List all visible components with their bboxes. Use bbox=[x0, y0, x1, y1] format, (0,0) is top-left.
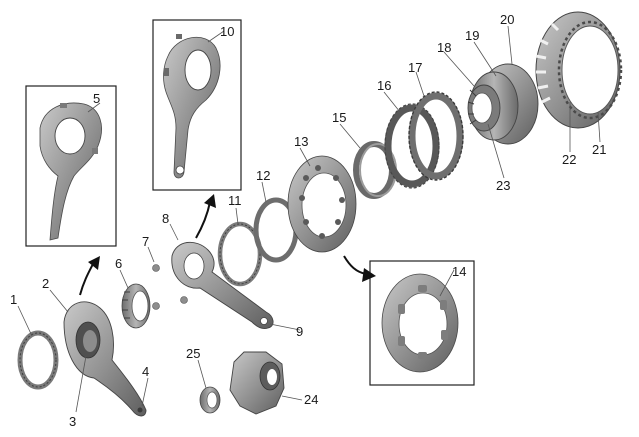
callout-4: 4 bbox=[142, 364, 149, 379]
callout-9: 9 bbox=[296, 324, 303, 339]
callout-10: 10 bbox=[220, 24, 234, 39]
callout-7: 7 bbox=[142, 234, 149, 249]
inset-arrows bbox=[79, 194, 376, 296]
part-13-bearing-plate bbox=[287, 155, 357, 253]
callout-23: 23 bbox=[496, 178, 510, 193]
part-7-steel-balls bbox=[152, 264, 188, 310]
callout-18: 18 bbox=[437, 40, 451, 55]
callout-17: 17 bbox=[408, 60, 422, 75]
part-6-needle-bearing bbox=[121, 283, 151, 329]
part-22-clutch-basket bbox=[535, 11, 623, 129]
part-10-lever-arm-detail bbox=[163, 34, 221, 179]
callout-5: 5 bbox=[93, 91, 100, 106]
callout-8: 8 bbox=[162, 211, 169, 226]
callout-2: 2 bbox=[42, 276, 49, 291]
callout-11: 11 bbox=[228, 193, 242, 208]
callout-21: 21 bbox=[592, 142, 606, 157]
part-11-ring bbox=[217, 221, 263, 287]
part-19-clutch-hub bbox=[467, 63, 539, 145]
callout-3: 3 bbox=[69, 414, 76, 429]
callout-24: 24 bbox=[304, 392, 318, 407]
callout-13: 13 bbox=[294, 134, 308, 149]
callout-6: 6 bbox=[115, 256, 122, 271]
callout-20: 20 bbox=[500, 12, 514, 27]
part-17-steel-plate bbox=[408, 91, 464, 181]
part-5-lever-detail bbox=[39, 102, 102, 241]
part-8-lever-arm bbox=[171, 241, 274, 329]
callout-14: 14 bbox=[452, 264, 466, 279]
callout-25: 25 bbox=[186, 346, 200, 361]
leader-lines bbox=[17, 25, 601, 413]
callout-12: 12 bbox=[256, 168, 270, 183]
part-25-small-bearing bbox=[199, 386, 221, 414]
part-14-plate-detail bbox=[381, 273, 459, 373]
callout-15: 15 bbox=[332, 110, 346, 125]
callout-16: 16 bbox=[377, 78, 391, 93]
part-1-ring bbox=[17, 330, 59, 390]
part-2-shift-lever bbox=[63, 301, 147, 417]
callout-19: 19 bbox=[465, 28, 479, 43]
part-24-housing bbox=[229, 351, 285, 415]
callout-1: 1 bbox=[10, 292, 17, 307]
part-16-friction-plate bbox=[384, 103, 440, 189]
callout-22: 22 bbox=[562, 152, 576, 167]
callout-labels: 1 2 3 4 5 6 7 8 9 10 11 12 13 14 15 16 1… bbox=[10, 12, 606, 429]
